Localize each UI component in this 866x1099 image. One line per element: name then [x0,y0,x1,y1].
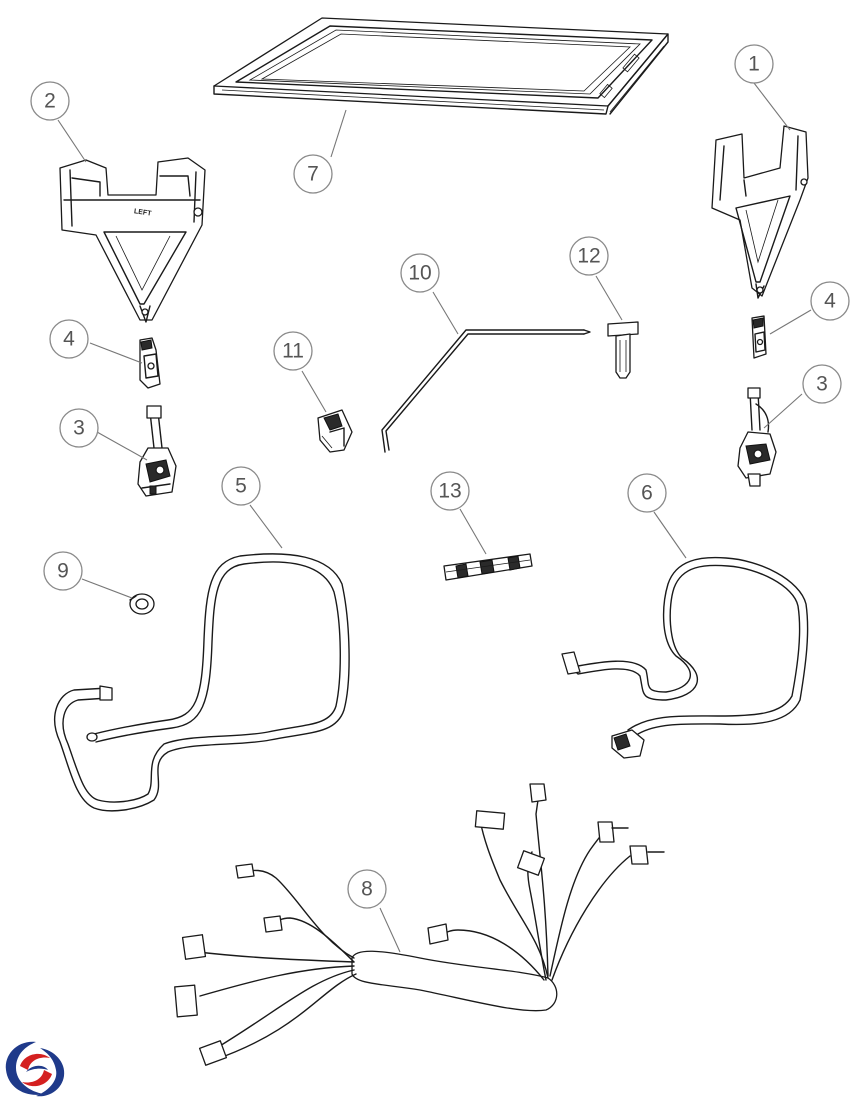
callout-4-left-label: 4 [63,328,75,351]
callout-8-label: 8 [361,878,373,901]
callout-4-right: 4 [810,281,850,321]
brand-swirl-logo [5,1041,65,1097]
part-5-hose-left [54,553,350,812]
part-7-door-frame [213,17,669,115]
part-8-wiring-harness [174,783,665,1066]
leader-4-left [89,342,143,364]
part-2-left-hinge-bracket: LEFT [59,157,206,323]
callout-2-label: 2 [44,90,56,113]
part-4-clip-left [139,337,161,389]
leader-lines [57,82,812,953]
leader-9 [81,578,133,599]
leader-1 [753,82,791,131]
callout-13-label: 13 [438,480,461,503]
leader-2 [57,119,87,163]
leader-8 [379,907,401,953]
callout-5: 5 [221,466,261,506]
part-6-hose-right [561,556,809,759]
callout-1-label: 1 [748,53,760,76]
leader-10 [432,291,459,335]
part-1-right-hinge-bracket [711,125,809,299]
callout-8: 8 [347,869,387,909]
callout-11: 11 [273,331,313,371]
left-stamp: LEFT [134,208,153,217]
callout-9-label: 9 [57,560,69,583]
part-13-connector-strip [443,553,533,581]
part-4-clip-right [751,315,767,359]
leader-6 [653,511,687,559]
leader-12 [595,275,623,321]
leader-4-right [769,309,812,335]
leader-3-right [763,393,803,429]
callout-12: 12 [569,236,609,276]
callout-3-left-label: 3 [73,417,85,440]
part-3-hinge-motor-left [137,405,177,497]
callout-6: 6 [627,473,667,513]
callout-13: 13 [430,471,470,511]
callout-1: 1 [734,44,774,84]
leader-11 [301,370,327,413]
callout-7: 7 [293,154,333,194]
callout-9: 9 [43,551,83,591]
leader-5 [249,504,283,549]
callout-3-right-label: 3 [816,373,828,396]
part-9-clamp [129,593,155,615]
part-3-hinge-motor-right [737,387,777,487]
leader-7 [330,109,347,158]
leader-3-left [96,431,148,461]
callout-12-label: 12 [577,245,600,268]
callout-3-left: 3 [59,408,99,448]
callout-11-label: 11 [282,340,304,363]
callout-5-label: 5 [235,475,247,498]
callout-10-label: 10 [408,262,431,285]
callout-4-left: 4 [49,319,89,359]
part-11-small-bracket [317,409,353,453]
callout-2: 2 [30,81,70,121]
leader-13 [459,508,487,555]
part-12-pin [607,321,639,379]
part-10-rod [381,329,591,453]
callout-4-right-label: 4 [824,290,836,313]
callout-3-right: 3 [802,364,842,404]
callout-6-label: 6 [641,482,653,505]
callout-10: 10 [400,253,440,293]
callout-7-label: 7 [307,163,319,186]
